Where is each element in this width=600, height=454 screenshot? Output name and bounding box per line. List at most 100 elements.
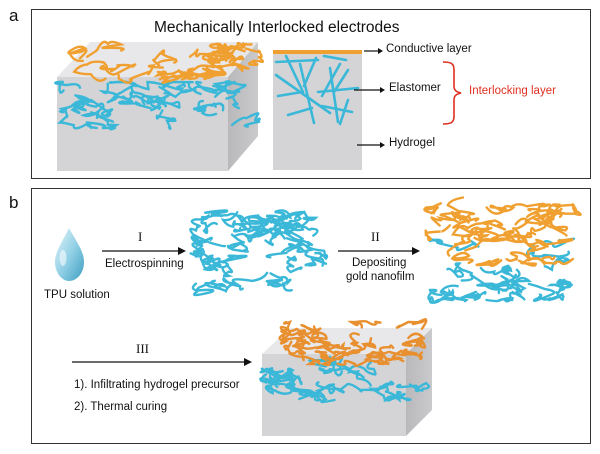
fiber-strand — [314, 381, 346, 400]
fiber-strand — [193, 64, 227, 78]
fiber-strand — [365, 344, 395, 363]
fiber-strand — [376, 349, 413, 360]
fiber-strand — [506, 278, 527, 301]
fiber-strand — [305, 243, 329, 261]
fiber-strand — [211, 260, 234, 278]
fiber-strand — [274, 225, 305, 242]
fiber-strand — [244, 47, 265, 67]
fiber-strand — [476, 274, 510, 288]
fiber-strand — [547, 285, 565, 302]
fiber-strand — [450, 251, 474, 265]
fiber-strand — [337, 382, 394, 393]
fiber-strand — [424, 224, 452, 242]
cross-section-elastomer-fibers — [274, 54, 360, 126]
interlocking-brace — [442, 61, 462, 125]
panel-a-title: Mechanically Interlocked electrodes — [154, 19, 400, 36]
fiber-strand — [189, 240, 206, 258]
fiber-strand — [197, 99, 225, 112]
block-3d-b — [259, 318, 432, 436]
fiber-strand — [86, 40, 126, 58]
step-one-numeral: I — [138, 229, 143, 244]
tpu-solution-label: TPU solution — [44, 289, 110, 301]
fiber-strand — [556, 278, 572, 289]
panel-a-letter: a — [9, 6, 19, 25]
fiber-strand — [122, 89, 169, 105]
fiber-strand — [464, 229, 515, 252]
block-b-front — [262, 354, 406, 436]
fiber-strand — [268, 212, 301, 236]
fiber-strand — [117, 64, 164, 84]
interlocking-layer-label: Interlocking layer — [469, 85, 556, 97]
fiber-strand — [509, 202, 551, 212]
fiber-strand — [288, 377, 336, 404]
fiber-strand — [349, 332, 363, 352]
fiber-strand — [535, 237, 574, 249]
fiber-strand — [267, 272, 292, 288]
fiber-strand — [203, 62, 250, 81]
fiber-strand — [475, 257, 503, 267]
fiber-strand — [201, 48, 231, 65]
fiber-strand — [214, 89, 240, 110]
fiber-strand — [283, 340, 307, 362]
fiber-strand — [179, 59, 224, 75]
fiber-strand — [192, 105, 218, 117]
fiber-strand — [452, 218, 493, 240]
hydrogel-label: Hydrogel — [389, 137, 436, 149]
fiber-strand — [468, 226, 500, 242]
electrospun-mat-fibers — [189, 209, 329, 297]
fiber-strand — [288, 239, 318, 253]
fiber-strand — [281, 329, 307, 343]
fiber-strand — [264, 380, 293, 396]
fiber-strand — [206, 254, 248, 270]
fiber-strand — [194, 80, 236, 95]
fiber-strand — [527, 282, 556, 302]
step-three-numeral: III — [136, 341, 149, 356]
fiber-strand — [264, 228, 282, 247]
panel-a-callouts — [354, 48, 385, 148]
fiber-strand — [286, 255, 303, 274]
fiber-strand — [259, 367, 284, 380]
fiber-strand — [191, 279, 216, 297]
fiber-strand — [275, 371, 301, 387]
block-a-gold-fibers — [67, 40, 265, 84]
fiber-strand — [155, 109, 177, 131]
cross-section-a — [273, 50, 362, 170]
thermal-curing-label: 2). Thermal curing — [74, 401, 168, 413]
fiber-strand — [395, 318, 428, 330]
cross-section-conductive-strip — [273, 50, 362, 54]
fiber-strand — [163, 81, 194, 99]
fiber-strand — [298, 323, 322, 340]
fiber-strand — [428, 238, 480, 252]
fiber-strand — [427, 288, 452, 304]
step-two-numeral: II — [371, 229, 380, 244]
fiber-strand — [190, 233, 227, 248]
fiber-strand — [243, 217, 286, 239]
fiber-strand — [247, 216, 277, 234]
fiber-strand — [58, 103, 87, 115]
fiber-strand — [274, 209, 305, 221]
fiber-strand — [72, 60, 109, 82]
gold-mat-gold-fibers — [423, 196, 582, 267]
fiber-strand — [152, 49, 178, 67]
fiber-strand — [318, 362, 342, 373]
fiber-strand — [230, 112, 262, 128]
tpu-droplet — [55, 228, 84, 281]
fiber-strand — [403, 337, 427, 349]
fiber-strand — [76, 94, 114, 118]
fiber-strand — [304, 257, 328, 267]
fiber-strand — [384, 385, 412, 402]
fiber-strand — [463, 290, 487, 302]
fiber-strand — [212, 80, 247, 94]
elastomer-label: Elastomer — [389, 82, 441, 94]
fiber-strand — [485, 204, 516, 215]
fiber-strand — [541, 255, 575, 266]
block-a-blue-fibers — [54, 80, 262, 131]
infiltrating-label: 1). Infiltrating hydrogel precursor — [74, 379, 240, 391]
fiber-strand — [188, 48, 221, 64]
block-a-side — [228, 42, 258, 171]
fiber-strand — [395, 381, 431, 393]
block-a-front — [57, 77, 228, 171]
fiber-strand — [323, 341, 352, 357]
fiber-strand — [314, 350, 344, 367]
